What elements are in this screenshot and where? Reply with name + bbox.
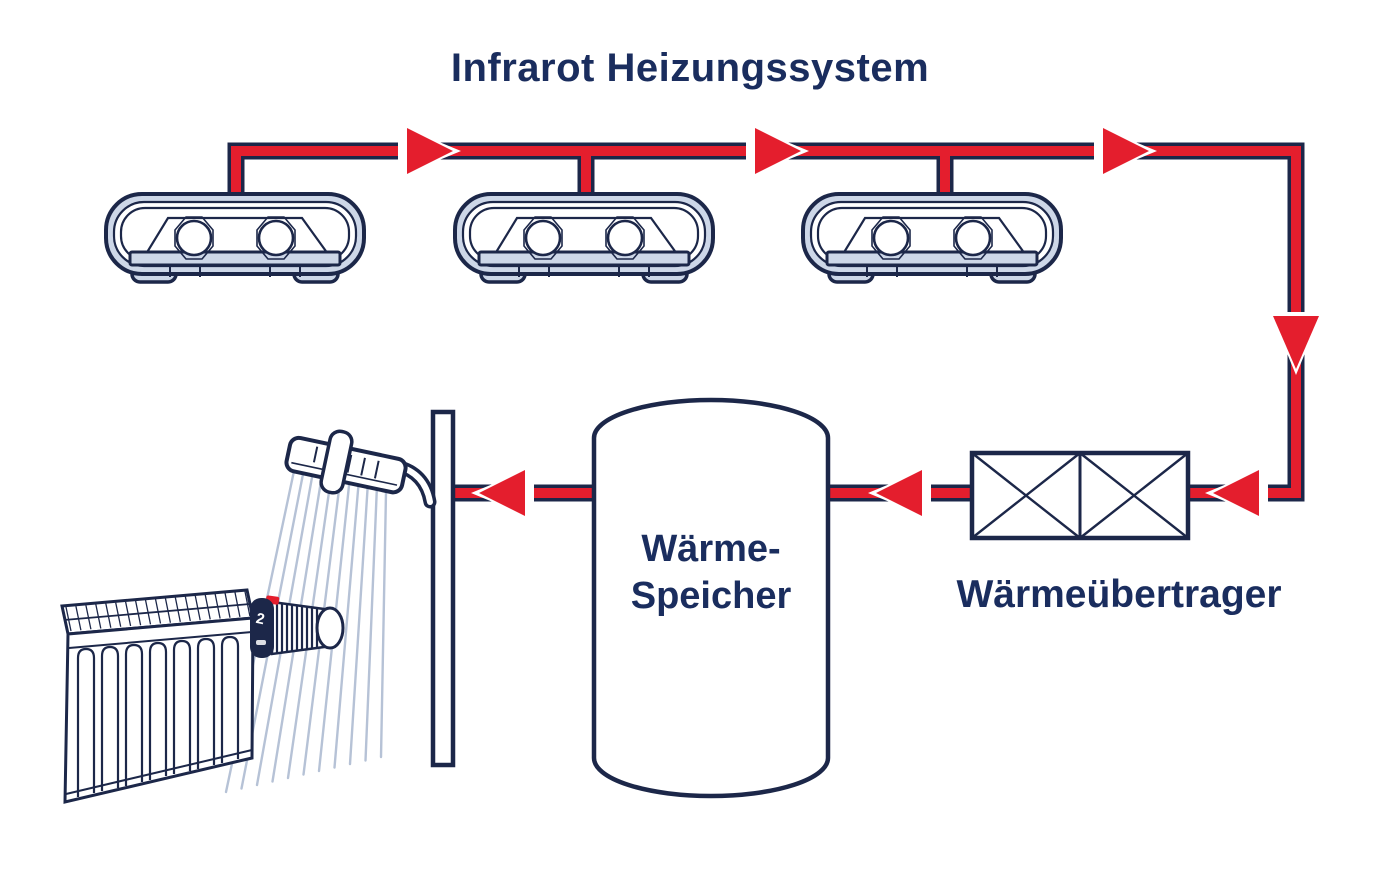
flow-arrow-down (1270, 312, 1322, 375)
flow-arrow-right-3 (1094, 125, 1157, 177)
heat-exchanger-symbol (969, 450, 1191, 541)
radiator (60, 588, 255, 804)
wall-mount-bar (430, 409, 456, 768)
flow-arrow-left-3 (471, 467, 534, 519)
heat-exchanger-label: Wärmeübertrager (956, 573, 1281, 616)
infrared-panel-1 (104, 192, 366, 284)
flow-arrow-left-2 (868, 467, 931, 519)
storage-tank (591, 397, 831, 799)
storage-tank-label-line1: Wärme- (641, 528, 780, 570)
infrared-panel-3 (801, 192, 1063, 284)
thermostat-dial-number: 2 (254, 610, 266, 628)
infrared-panel-2 (453, 192, 715, 284)
flow-arrow-right-1 (398, 125, 461, 177)
shower-head (284, 429, 408, 495)
flow-arrow-left-1 (1205, 467, 1268, 519)
thermostat-ribs (275, 603, 319, 653)
radiator-grooves (76, 635, 240, 797)
thermostat-end-cap (315, 606, 345, 650)
shower-head-holder (319, 429, 354, 495)
diagram-title: Infrarot Heizungssystem (450, 46, 930, 90)
flow-arrow-right-2 (746, 125, 809, 177)
storage-tank-label-line2: Speicher (631, 575, 792, 617)
thermostat-valve: 2 (250, 595, 345, 658)
